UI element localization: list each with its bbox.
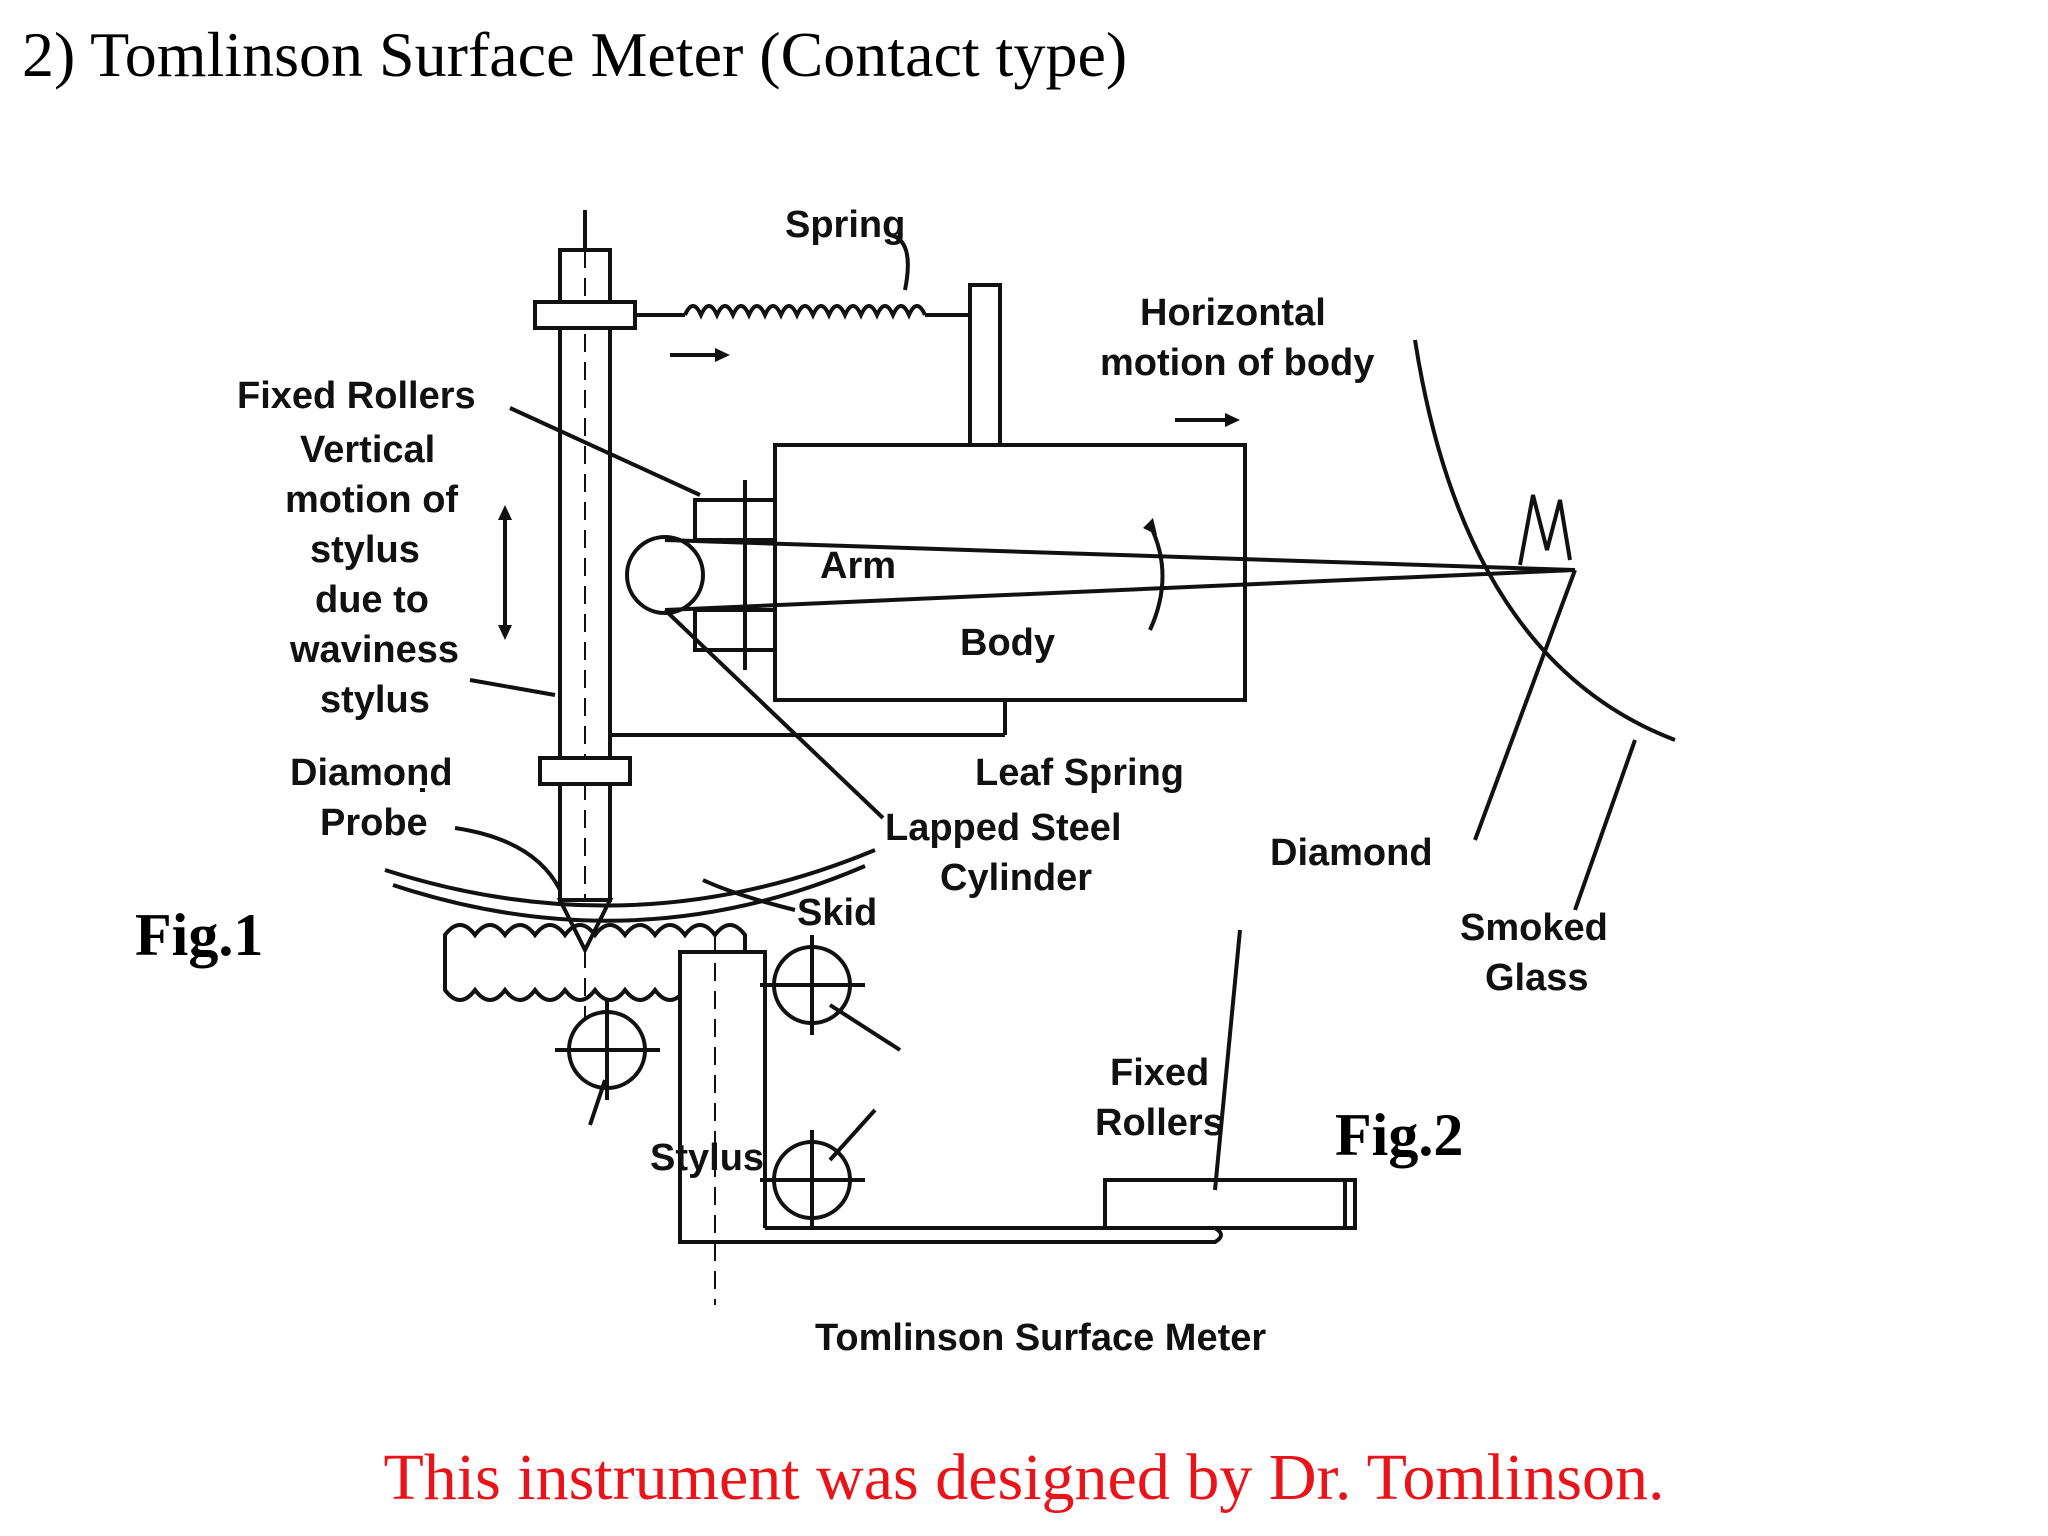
label-fixed-2: Rollers [1095, 1102, 1224, 1144]
label-fig2-caption: Tomlinson Surface Meter [815, 1317, 1266, 1359]
leader-lines [454, 406, 885, 912]
label-lapped-1: Lapped Steel [885, 807, 1122, 849]
label-fixed-1: Fixed [1110, 1052, 1209, 1094]
fig1-label: Fig.1 [135, 902, 263, 968]
stylus-column [533, 210, 637, 955]
label-diamond-probe-1: Diamond [290, 752, 453, 794]
label-horizontal-2: motion of body [1100, 342, 1374, 384]
label-horizontal-1: Horizontal [1140, 292, 1326, 334]
label-vertical-1: Vertical [300, 429, 435, 471]
page-title: 2) Tomlinson Surface Meter (Contact type… [22, 19, 1128, 90]
fig2-mechanism [555, 929, 1357, 1305]
fig2-label: Fig.2 [1335, 1102, 1463, 1168]
label-vertical-4: due to [315, 579, 429, 621]
label-vertical-6: stylus [320, 679, 430, 721]
arm [625, 494, 1576, 631]
spring [635, 233, 1002, 457]
label-fixed-rollers: Fixed Rollers [237, 375, 476, 417]
label-diamond: Diamond [1270, 832, 1433, 874]
label-smoked-2: Glass [1485, 957, 1589, 999]
label-leaf-spring: Leaf Spring [975, 752, 1184, 794]
label-diamond-probe-2: Probe [320, 802, 428, 844]
label-smoked-1: Smoked [1460, 907, 1608, 949]
label-vertical-5: waviness [289, 629, 459, 671]
tomlinson-diagram: Spring Horizontal motion of body Fixed R… [135, 190, 1676, 1390]
label-stylus: Stylus [650, 1137, 764, 1179]
label-arm: Arm [820, 545, 896, 587]
label-vertical-2: motion of [285, 479, 458, 521]
smoked-glass-arc [1413, 339, 1676, 742]
label-body: Body [960, 622, 1055, 664]
label-vertical-3: stylus [310, 529, 420, 571]
bottom-caption: This instrument was designed by Dr. Toml… [383, 1441, 1665, 1514]
label-lapped-2: Cylinder [940, 857, 1092, 899]
label-skid: Skid [797, 892, 877, 934]
body-block [610, 413, 1247, 737]
label-spring: Spring [785, 204, 905, 246]
